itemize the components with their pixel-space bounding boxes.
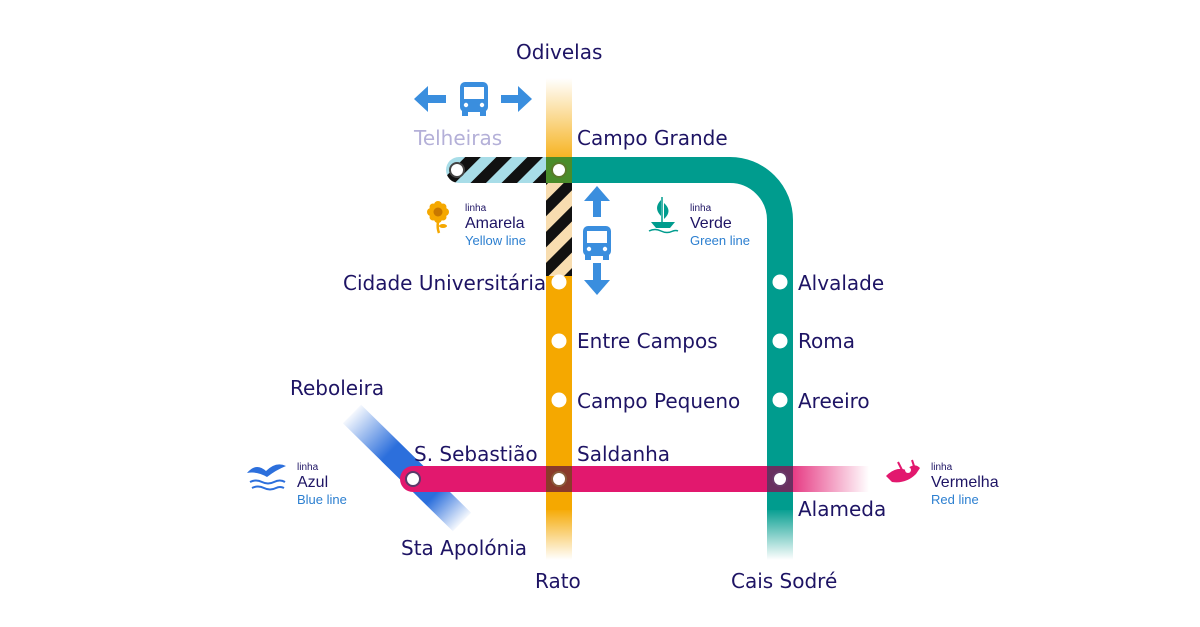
ship-icon bbox=[886, 459, 920, 483]
caravel-icon bbox=[648, 197, 679, 234]
legend-blue-name: Azul bbox=[297, 474, 329, 491]
legend-green-line: linha Verde Green line bbox=[690, 203, 750, 248]
station-cidade-universitaria[interactable] bbox=[551, 274, 567, 290]
legend-green-name: Verde bbox=[690, 215, 732, 232]
seagull-icon bbox=[247, 464, 286, 491]
label-cidade-universitaria: Cidade Universitária bbox=[343, 271, 547, 295]
station-roma[interactable] bbox=[772, 333, 788, 349]
arrow-right-icon bbox=[501, 86, 532, 112]
station-alvalade[interactable] bbox=[772, 274, 788, 290]
stations bbox=[405, 162, 788, 487]
label-entre-campos: Entre Campos bbox=[577, 329, 718, 353]
label-s-sebastiao: S. Sebastião bbox=[414, 442, 538, 466]
label-campo-grande: Campo Grande bbox=[577, 126, 728, 150]
legend-red-english: Red line bbox=[931, 492, 979, 507]
label-odivelas: Odivelas bbox=[516, 40, 603, 64]
label-reboleira: Reboleira bbox=[290, 376, 385, 400]
label-saldanha: Saldanha bbox=[577, 442, 671, 466]
legend-blue-prefix: linha bbox=[297, 462, 319, 473]
station-telheiras[interactable] bbox=[449, 162, 465, 178]
legend-blue-line: linha Azul Blue line bbox=[297, 462, 347, 507]
label-alvalade: Alvalade bbox=[798, 271, 885, 295]
legend-blue-english: Blue line bbox=[297, 492, 347, 507]
label-alameda: Alameda bbox=[798, 497, 887, 521]
label-campo-pequeno: Campo Pequeno bbox=[577, 389, 741, 413]
label-areeiro: Areeiro bbox=[798, 389, 870, 413]
label-sta-apolonia: Sta Apolónia bbox=[401, 536, 528, 560]
bus-icon bbox=[460, 82, 488, 116]
red-line bbox=[400, 466, 869, 492]
arrow-down-icon bbox=[584, 263, 610, 295]
station-campo-pequeno[interactable] bbox=[551, 392, 567, 408]
telheiras-stub bbox=[446, 157, 546, 183]
legend-red-prefix: linha bbox=[931, 462, 953, 473]
sunflower-icon bbox=[427, 201, 449, 234]
legend-yellow-prefix: linha bbox=[465, 203, 487, 214]
label-rato: Rato bbox=[535, 569, 581, 593]
station-campo-grande[interactable] bbox=[551, 162, 567, 178]
station-areeiro[interactable] bbox=[772, 392, 788, 408]
legend-yellow-english: Yellow line bbox=[465, 233, 526, 248]
station-saldanha[interactable] bbox=[551, 471, 567, 487]
legend-yellow-line: linha Amarela Yellow line bbox=[465, 203, 526, 248]
label-roma: Roma bbox=[798, 329, 855, 353]
arrow-left-icon bbox=[414, 86, 446, 112]
legend-red-line: linha Vermelha Red line bbox=[931, 462, 999, 507]
label-cais-sodre: Cais Sodré bbox=[731, 569, 838, 593]
bus-transfer-campo-grande bbox=[583, 186, 611, 295]
legend-green-english: Green line bbox=[690, 233, 750, 248]
label-telheiras: Telheiras bbox=[414, 126, 503, 150]
legend-red-name: Vermelha bbox=[931, 474, 999, 491]
arrow-up-icon bbox=[584, 186, 610, 217]
legend-yellow-name: Amarela bbox=[465, 215, 525, 232]
green-line bbox=[559, 157, 793, 560]
bus-transfer-telheiras bbox=[414, 82, 532, 116]
legend-green-prefix: linha bbox=[690, 203, 712, 214]
bus-icon bbox=[583, 226, 611, 260]
station-s-sebastiao[interactable] bbox=[405, 471, 421, 487]
station-alameda[interactable] bbox=[772, 471, 788, 487]
station-entre-campos[interactable] bbox=[551, 333, 567, 349]
